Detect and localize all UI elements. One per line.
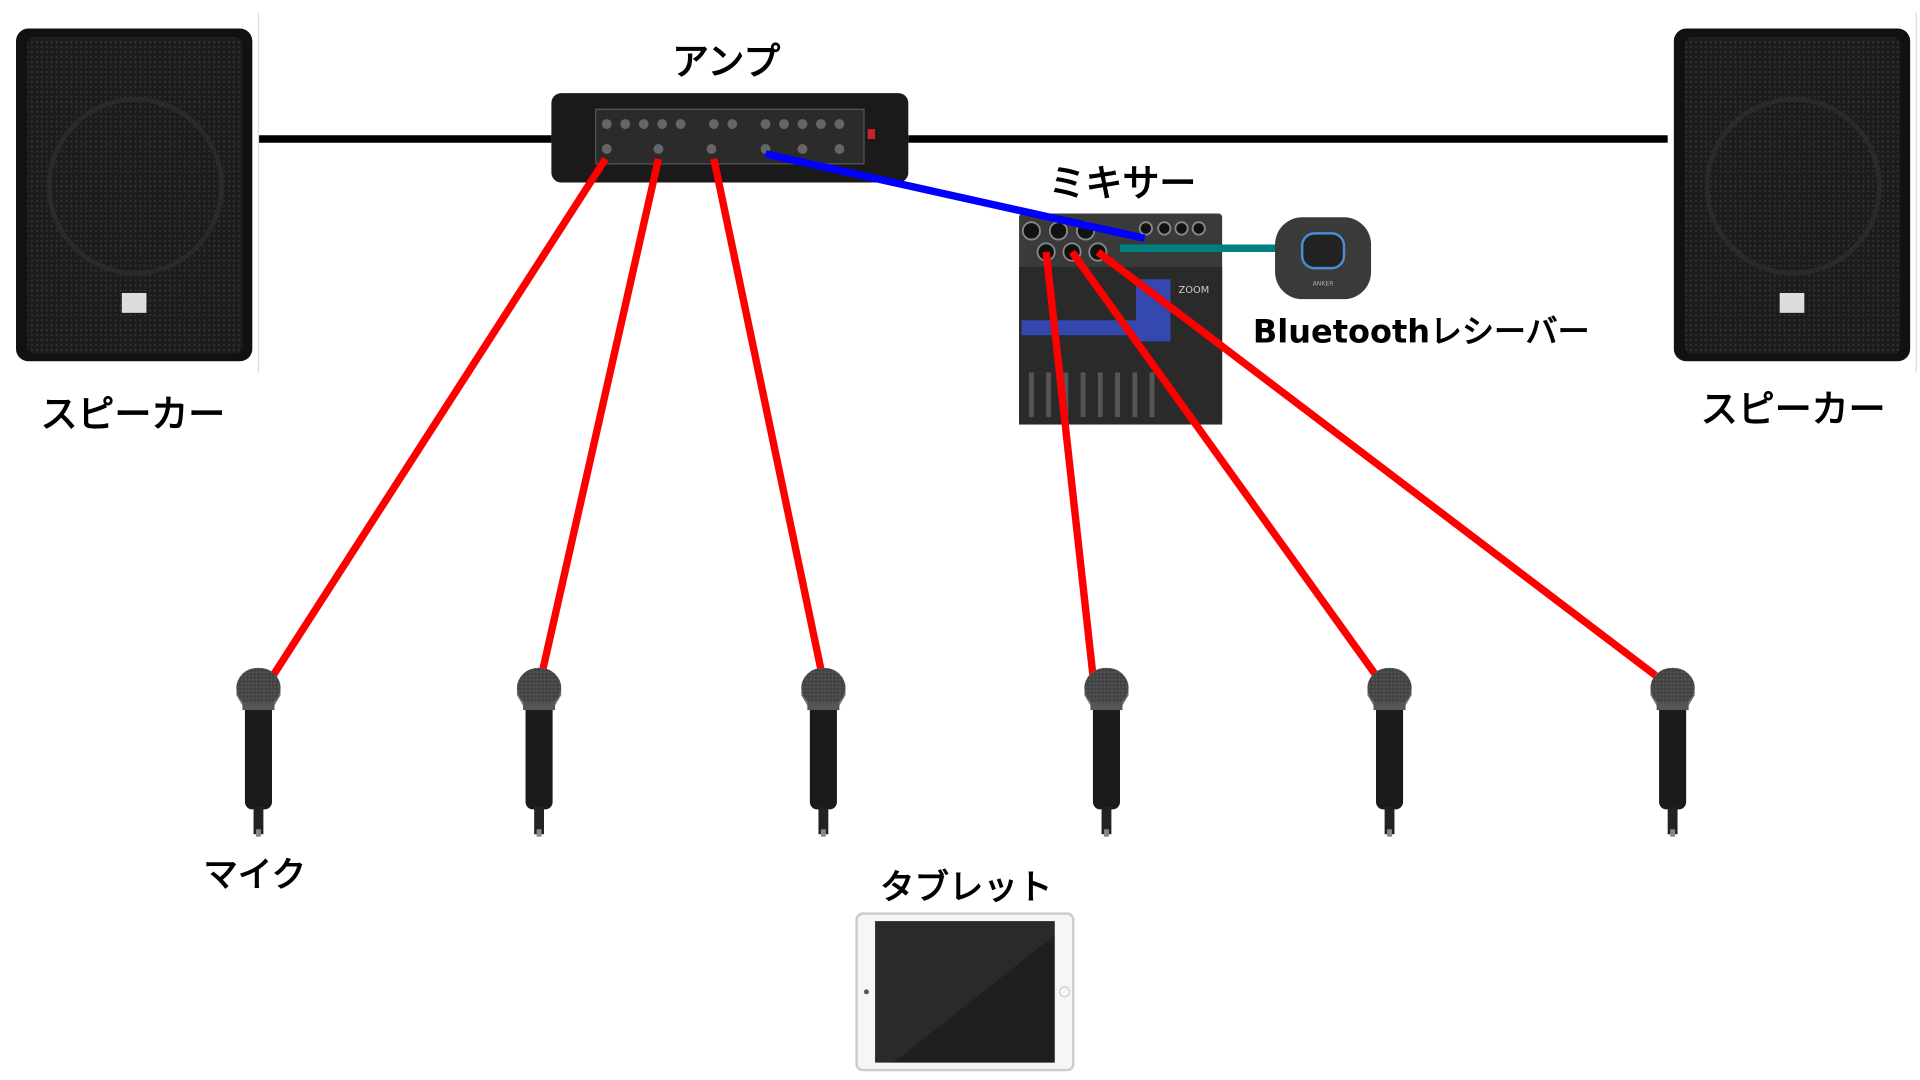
microphone-6 [1650,667,1695,837]
mixer-to-amp-cable [764,150,1146,242]
bluetooth-label: Bluetoothレシーバー [1253,312,1590,350]
microphone-2 [516,667,562,837]
mic-cable-6 [1095,249,1658,679]
tablet-label: タブレット [880,868,1052,908]
microphone-3 [801,667,846,837]
speaker-right-label: スピーカー [1701,388,1886,431]
mic-cable-5 [1069,249,1379,678]
mixer-brand: ZOOM [1178,285,1209,296]
microphone-5 [1367,667,1412,837]
mic-cable-1 [270,156,609,678]
mic-cable-3 [710,158,826,677]
microphone-1 [236,667,281,837]
amp-label: アンプ [672,40,781,83]
speaker-left [16,12,260,373]
amplifier [551,93,909,183]
mic-label: マイク [203,855,306,895]
receiver-brand: ANKER [1313,280,1335,287]
speaker-right [1673,12,1917,373]
mixer-label: ミキサー [1049,162,1197,205]
tablet [855,912,1075,1072]
speaker-left-label: スピーカー [41,393,226,436]
speaker-logo-icon [1779,292,1805,313]
speaker-logo-icon [121,292,147,313]
microphone-4 [1084,667,1129,837]
mic-cable-2 [537,158,663,677]
bluetooth-receiver: ANKER [1275,217,1372,300]
mic-cable-4 [1042,251,1097,676]
